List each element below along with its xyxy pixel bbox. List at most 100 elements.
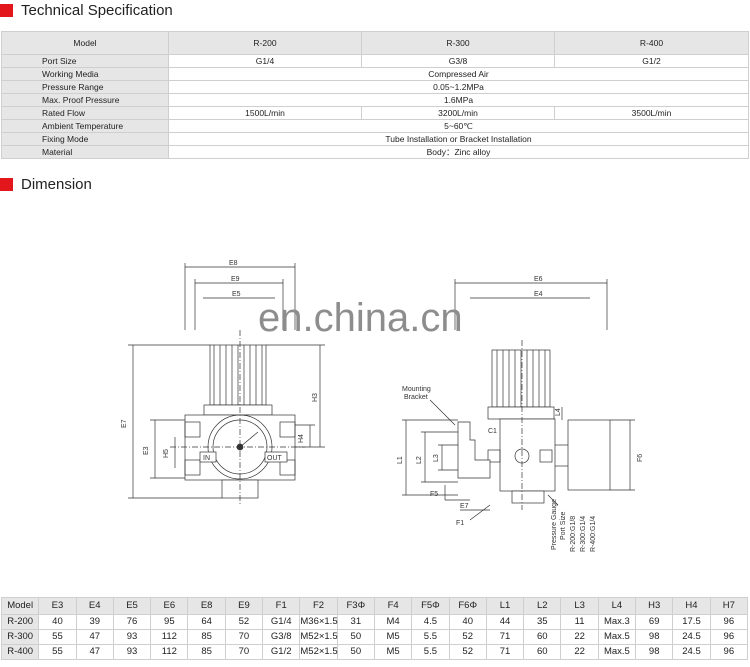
dimension-value-cell: 98 <box>635 644 674 660</box>
l2-label: L2 <box>416 456 423 464</box>
c1-label: C1 <box>488 428 497 435</box>
dimension-header-cell: E4 <box>75 597 114 615</box>
dimension-value-cell: 98 <box>635 629 674 645</box>
dimension-model-cell: R-200 <box>0 614 40 630</box>
spec-label: Rated Flow <box>1 106 169 120</box>
dimension-value-cell: 70 <box>224 644 264 660</box>
spec-label: Port Size <box>1 54 169 68</box>
spec-row-fixing-mode: Fixing Mode Tube Installation or Bracket… <box>1 132 749 146</box>
dimension-header-cell: Model <box>0 597 40 615</box>
dimension-value-cell: 64 <box>187 614 226 630</box>
dimension-value-cell: M52×1.5 <box>299 644 338 660</box>
dimension-value-cell: 40 <box>448 614 487 630</box>
dimension-header-cell: E3 <box>38 597 77 615</box>
dimension-value-cell: 55 <box>38 644 77 660</box>
dimension-title: Dimension <box>21 175 92 193</box>
gauge-label-1: Pressure Gauge <box>551 499 558 550</box>
spec-label: Ambient Temperature <box>1 119 169 133</box>
red-square-icon <box>0 3 13 17</box>
dimension-value-cell: 112 <box>150 629 189 645</box>
e5-label: E5 <box>232 291 241 298</box>
spec-row-rated-flow: Rated Flow 1500L/min 3200L/min 3500L/min <box>1 106 749 120</box>
dimension-value-cell: 22 <box>560 629 599 645</box>
dimension-value-cell: 85 <box>187 629 226 645</box>
dimension-header-cell: L1 <box>485 597 525 615</box>
dimension-value-cell: 35 <box>523 614 562 630</box>
e9-label: E9 <box>231 276 240 283</box>
dimension-value-cell: 11 <box>560 614 599 630</box>
spec-value: Body：Zinc alloy <box>168 145 749 159</box>
f5-label: F5 <box>430 491 438 498</box>
out-label: OUT <box>267 455 283 462</box>
spec-value: G1/4 <box>168 54 362 68</box>
spec-row-working-media: Working Media Compressed Air <box>1 67 749 81</box>
bracket-label: Bracket <box>404 394 428 401</box>
spec-header-cell: Model <box>1 31 169 55</box>
dimension-value-cell: 96 <box>709 629 749 645</box>
dimension-value-cell: M4 <box>373 614 413 630</box>
spec-label: Pressure Range <box>1 80 169 94</box>
dimension-value-cell: 70 <box>224 629 264 645</box>
gauge-label-2: Port Size <box>560 511 567 540</box>
mounting-label: Mounting <box>402 386 431 393</box>
e8-label: E8 <box>229 260 238 267</box>
gauge-label-3: R-200:G1/8 <box>570 516 577 552</box>
spec-label: Max. Proof Pressure <box>1 93 169 107</box>
spec-value: 5~60℃ <box>168 119 749 133</box>
spec-value: Compressed Air <box>168 67 749 81</box>
dimension-value-cell: 76 <box>112 614 152 630</box>
dimension-value-cell: 39 <box>75 614 114 630</box>
gauge-label-5: R-400:G1/4 <box>590 516 597 552</box>
h4-label: H4 <box>298 434 305 443</box>
dimension-value-cell: 96 <box>709 614 749 630</box>
dimension-value-cell: 50 <box>336 644 375 660</box>
dimension-value-cell: 5.5 <box>411 644 450 660</box>
dimension-value-cell: 52 <box>448 644 487 660</box>
dimension-header-cell: E8 <box>187 597 226 615</box>
e6-label: E6 <box>534 276 543 283</box>
dimension-value-cell: 17.5 <box>672 614 711 630</box>
spec-value: G1/2 <box>554 54 749 68</box>
dimension-header-cell: L3 <box>560 597 599 615</box>
l4-label: L4 <box>555 408 562 416</box>
spec-value: Tube Installation or Bracket Installatio… <box>168 132 749 146</box>
dimension-section-header: Dimension <box>0 175 92 193</box>
dimension-header-cell: H4 <box>672 597 711 615</box>
dimension-value-cell: M52×1.5 <box>299 629 338 645</box>
dimension-value-cell: 85 <box>187 644 226 660</box>
watermark-text: en.china.cn <box>258 296 463 340</box>
spec-row-port-size: Port Size G1/4 G3/8 G1/2 <box>1 54 749 68</box>
dimension-value-cell: 60 <box>523 644 562 660</box>
dimension-value-cell: M36×1.5 <box>299 614 338 630</box>
dimension-value-cell: 52 <box>448 629 487 645</box>
dimension-value-cell: 71 <box>485 644 525 660</box>
spec-section-header: Technical Specification <box>0 1 173 19</box>
spec-value: G3/8 <box>361 54 555 68</box>
dimension-value-cell: 31 <box>336 614 375 630</box>
dimension-value-cell: 93 <box>112 644 152 660</box>
dimension-value-cell: 71 <box>485 629 525 645</box>
dimension-header-cell: H3 <box>635 597 674 615</box>
spec-header-cell: R-400 <box>554 31 749 55</box>
e7-side-label: E7 <box>460 503 469 510</box>
dimension-header-cell: F3Φ <box>336 597 375 615</box>
spec-header-row: Model R-200 R-300 R-400 <box>1 31 749 55</box>
dimension-value-cell: 40 <box>38 614 77 630</box>
front-view-drawing: IN OUT E8 E9 E5 E7 E3 H5 H3 H4 <box>121 260 325 505</box>
spec-header-cell: R-300 <box>361 31 555 55</box>
l1-label: L1 <box>397 456 404 464</box>
dimension-value-cell: 50 <box>336 629 375 645</box>
spec-row-ambient-temp: Ambient Temperature 5~60℃ <box>1 119 749 133</box>
dimension-value-cell: G1/2 <box>262 644 301 660</box>
h5-label: H5 <box>163 449 170 458</box>
dimension-value-cell: 44 <box>485 614 525 630</box>
e3-label: E3 <box>143 446 150 455</box>
dimension-header-cell: F1 <box>262 597 301 615</box>
dimension-value-cell: M5 <box>373 629 413 645</box>
dimension-model-cell: R-300 <box>0 629 40 645</box>
dimension-model-cell: R-400 <box>0 644 40 660</box>
